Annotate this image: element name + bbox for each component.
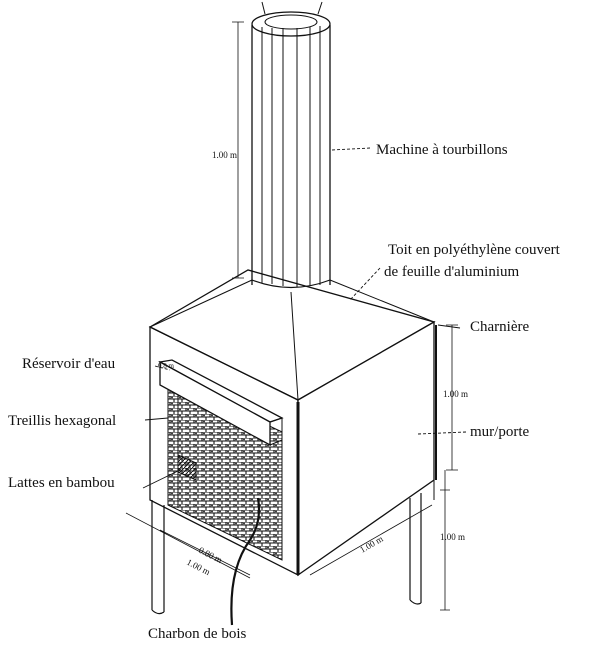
- label-roof-1: Toit en polyéthylène couvert: [388, 242, 561, 258]
- dim-chimney: 1.00 m: [212, 150, 237, 160]
- label-bamboo: Lattes en bambou: [8, 475, 115, 491]
- legs: [151, 480, 435, 615]
- dim-leg: 1.00 m: [440, 532, 465, 542]
- label-water-tank: Réservoir d'eau: [22, 356, 116, 372]
- dim-tank: 0.8 m: [158, 362, 175, 370]
- vortex-chimney: [251, 1, 331, 289]
- dim-depth-outer: 1.00 m: [185, 557, 212, 577]
- label-hinge: Charnière: [470, 319, 529, 335]
- side-wall: [296, 320, 437, 577]
- water-tank: [158, 359, 284, 447]
- label-charcoal: Charbon de bois: [148, 626, 246, 642]
- label-vortex: Machine à tourbillons: [376, 142, 508, 158]
- label-hex-mesh: Treillis hexagonal: [8, 413, 116, 429]
- dim-box: 1.00 m: [443, 389, 468, 399]
- label-roof-2: de feuille d'aluminium: [384, 264, 520, 280]
- dimension-lines: [125, 21, 458, 611]
- leader-lines: [142, 147, 467, 626]
- dim-width: 1.00 m: [358, 534, 385, 555]
- label-wall-door: mur/porte: [470, 424, 529, 440]
